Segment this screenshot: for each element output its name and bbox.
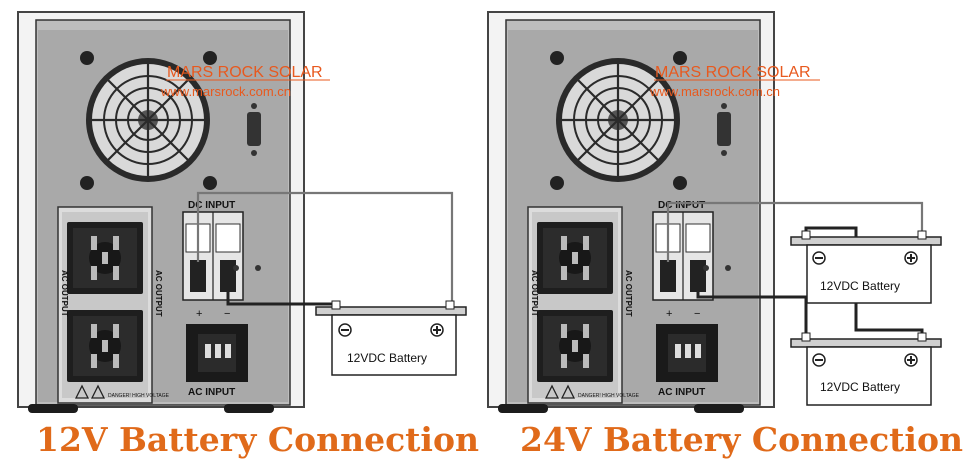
battery-label: 12VDC Battery bbox=[347, 351, 427, 365]
plus-label: + bbox=[666, 308, 672, 320]
battery-label: 12VDC Battery bbox=[820, 279, 900, 293]
ac-input-label: AC INPUT bbox=[658, 387, 705, 398]
ac-socket-icon bbox=[67, 310, 143, 382]
minus-label: − bbox=[224, 308, 230, 320]
plus-label: + bbox=[196, 308, 202, 320]
warning-icon bbox=[544, 384, 560, 399]
ac-output-label: AC OUTPUT bbox=[154, 270, 163, 317]
brand-watermark: MARS ROCK SOLAR bbox=[167, 64, 323, 81]
ac-input-label: AC INPUT bbox=[188, 387, 235, 398]
serial-port-icon bbox=[717, 112, 731, 146]
warning-icon bbox=[74, 384, 90, 399]
ac-output-label: AC OUTPUT bbox=[624, 270, 633, 317]
battery-label: 12VDC Battery bbox=[820, 380, 900, 394]
dc-input-label: DC INPUT bbox=[188, 200, 235, 211]
battery-right-bottom bbox=[790, 332, 942, 406]
brand-url-watermark: www.marsrock.com.cn bbox=[649, 84, 780, 99]
warning-icon bbox=[560, 384, 576, 399]
dc-input-label: DC INPUT bbox=[658, 200, 705, 211]
brand-url-watermark: www.marsrock.com.cn bbox=[160, 84, 291, 99]
battery-left bbox=[315, 300, 467, 376]
caption-24v: 24V Battery Connection bbox=[520, 420, 963, 459]
inverter-left bbox=[17, 11, 305, 413]
warning-label: DANGER! HIGH VOLTAGE bbox=[578, 393, 640, 399]
inverter-right bbox=[487, 11, 775, 413]
ac-socket-icon bbox=[67, 222, 143, 294]
serial-port-icon bbox=[247, 112, 261, 146]
caption-12v: 12V Battery Connection bbox=[36, 420, 479, 459]
ac-output-label: AC OUTPUT bbox=[60, 270, 69, 317]
ac-socket-icon bbox=[537, 310, 613, 382]
warning-icon bbox=[90, 384, 106, 399]
minus-label: − bbox=[694, 308, 700, 320]
ac-socket-icon bbox=[537, 222, 613, 294]
ac-output-label: AC OUTPUT bbox=[530, 270, 539, 317]
warning-label: DANGER! HIGH VOLTAGE bbox=[108, 393, 170, 399]
brand-watermark: MARS ROCK SOLAR bbox=[655, 64, 811, 81]
battery-right-top bbox=[790, 230, 942, 304]
